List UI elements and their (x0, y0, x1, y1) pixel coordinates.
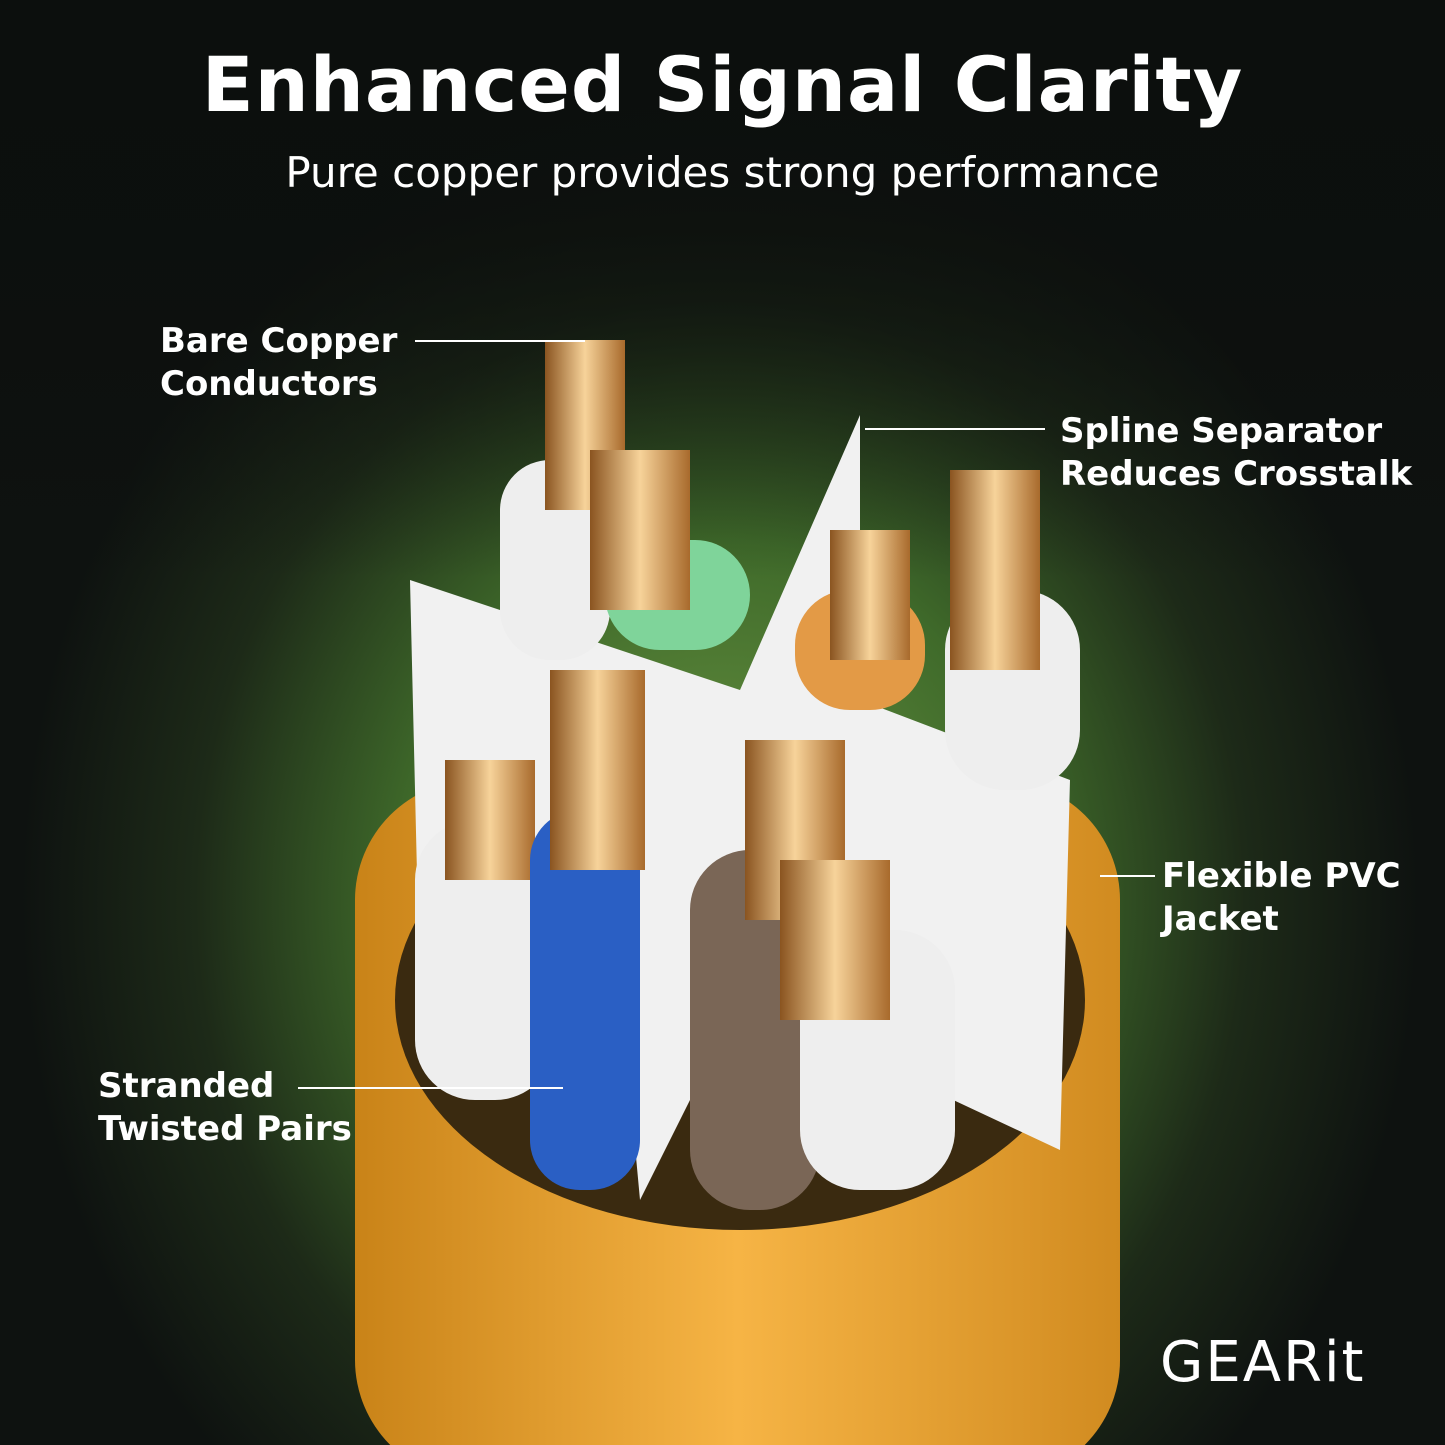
wire-white-3 (415, 760, 555, 1100)
callout-stranded: Stranded Twisted Pairs (98, 1065, 352, 1151)
leader-line (1100, 875, 1155, 877)
callout-jacket: Flexible PVC Jacket (1162, 855, 1401, 941)
wire-white-2 (945, 470, 1080, 790)
wire-green (590, 450, 750, 650)
wire-blue (530, 670, 645, 1190)
callout-line-1: Spline Separator (1060, 411, 1383, 451)
wire-white-4 (780, 860, 955, 1190)
callout-bare-copper: Bare Copper Conductors (160, 320, 397, 406)
brand-logo: GEARit (1160, 1330, 1366, 1395)
leader-line (298, 1087, 563, 1089)
leader-line (415, 340, 585, 342)
leader-line (865, 428, 1045, 430)
callout-line-2: Reduces Crosstalk (1060, 454, 1413, 494)
callout-spline: Spline Separator Reduces Crosstalk (1060, 410, 1412, 496)
wire-orange (795, 530, 925, 710)
callout-line-1: Bare Copper (160, 321, 398, 361)
page-subtitle: Pure copper provides strong performance (285, 148, 1160, 197)
callout-line-1: Flexible PVC (1162, 856, 1401, 896)
page-title: Enhanced Signal Clarity (201, 40, 1244, 129)
callout-line-2: Jacket (1162, 899, 1279, 939)
callout-line-2: Conductors (160, 364, 378, 404)
callout-line-1: Stranded (98, 1066, 275, 1106)
callout-line-2: Twisted Pairs (98, 1109, 352, 1149)
